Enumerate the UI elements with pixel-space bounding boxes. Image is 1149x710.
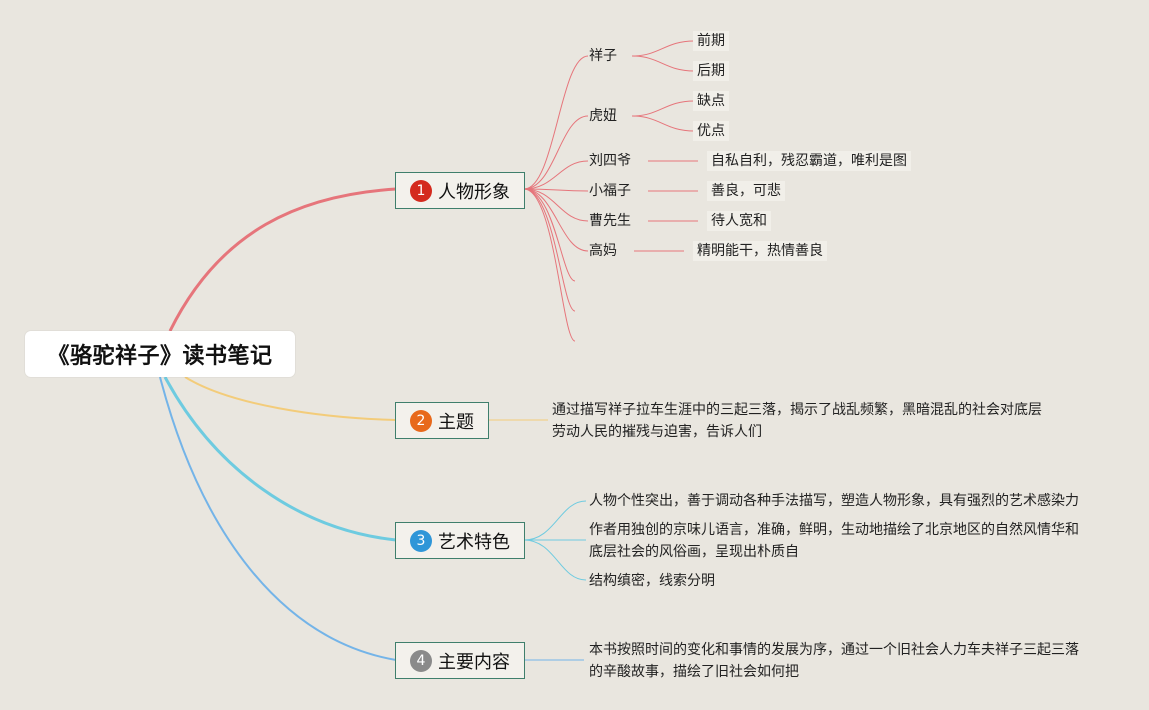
gaoma-desc[interactable]: 精明能干，热情善良 [693, 241, 827, 261]
theme-line-2: 劳动人民的摧残与迫害，告诉人们 [552, 424, 762, 440]
art-item-1[interactable]: 人物个性突出，善于调动各种手法描写，塑造人物形象，具有强烈的艺术感染力 [589, 493, 1079, 509]
number-badge-4: 4 [410, 649, 432, 672]
number-badge-3: 3 [410, 529, 432, 552]
number-badge-1: 1 [410, 179, 432, 202]
xiangzi-early[interactable]: 前期 [693, 31, 729, 51]
theme-text[interactable]: 通过描写祥子拉车生涯中的三起三落，揭示了战乱频繁，黑暗混乱的社会对底层 劳动人民… [552, 399, 1042, 443]
huniu-merits[interactable]: 优点 [693, 121, 729, 141]
content-line-1: 本书按照时间的变化和事情的发展为序，通过一个旧社会人力车夫祥子三起三落 [589, 642, 1079, 658]
branch-label: 主要内容 [438, 651, 510, 673]
theme-line-1: 通过描写祥子拉车生涯中的三起三落，揭示了战乱频繁，黑暗混乱的社会对底层 [552, 402, 1042, 418]
connector-fan-characters [523, 40, 698, 342]
connector-fan-art [523, 500, 587, 581]
caoxiansheng-desc[interactable]: 待人宽和 [707, 211, 771, 231]
art-item-2-line-1: 作者用独创的京味儿语言，准确，鲜明，生动地描绘了北京地区的自然风情华和 [589, 522, 1079, 538]
branch-content[interactable]: 4 主要内容 [395, 642, 525, 679]
branch-theme[interactable]: 2 主题 [395, 402, 489, 439]
branch-characters[interactable]: 1 人物形象 [395, 172, 525, 209]
art-item-2[interactable]: 作者用独创的京味儿语言，准确，鲜明，生动地描绘了北京地区的自然风情华和 底层社会… [589, 519, 1079, 563]
character-xiangzi[interactable]: 祥子 [589, 48, 617, 64]
connector-branch-3 [163, 376, 397, 542]
character-gaoma[interactable]: 高妈 [589, 243, 617, 259]
content-text[interactable]: 本书按照时间的变化和事情的发展为序，通过一个旧社会人力车夫祥子三起三落 的辛酸故… [589, 639, 1079, 683]
xiangzi-late[interactable]: 后期 [693, 61, 729, 81]
connector-branch-2 [184, 376, 397, 421]
character-liusiye[interactable]: 刘四爷 [589, 153, 631, 169]
character-xiaofuzi[interactable]: 小福子 [589, 183, 631, 199]
art-item-3[interactable]: 结构缜密，线索分明 [589, 573, 715, 589]
xiaofuzi-desc[interactable]: 善良，可悲 [707, 181, 785, 201]
branch-label: 艺术特色 [438, 531, 510, 553]
content-line-2: 的辛酸故事，描绘了旧社会如何把 [589, 664, 799, 680]
liusiye-desc[interactable]: 自私自利，残忍霸道，唯利是图 [707, 151, 911, 171]
number-badge-2: 2 [410, 409, 432, 432]
character-caoxiansheng[interactable]: 曹先生 [589, 213, 631, 229]
connector-branch-1 [168, 187, 397, 332]
branch-art[interactable]: 3 艺术特色 [395, 522, 525, 559]
central-topic[interactable]: 《骆驼祥子》读书笔记 [25, 331, 295, 377]
branch-label: 人物形象 [438, 181, 510, 203]
art-item-2-line-2: 底层社会的风俗画，呈现出朴质自 [589, 544, 799, 560]
huniu-flaws[interactable]: 缺点 [693, 91, 729, 111]
connector-branch-4 [159, 376, 397, 661]
branch-label: 主题 [438, 411, 474, 433]
character-huniu[interactable]: 虎妞 [589, 108, 617, 124]
